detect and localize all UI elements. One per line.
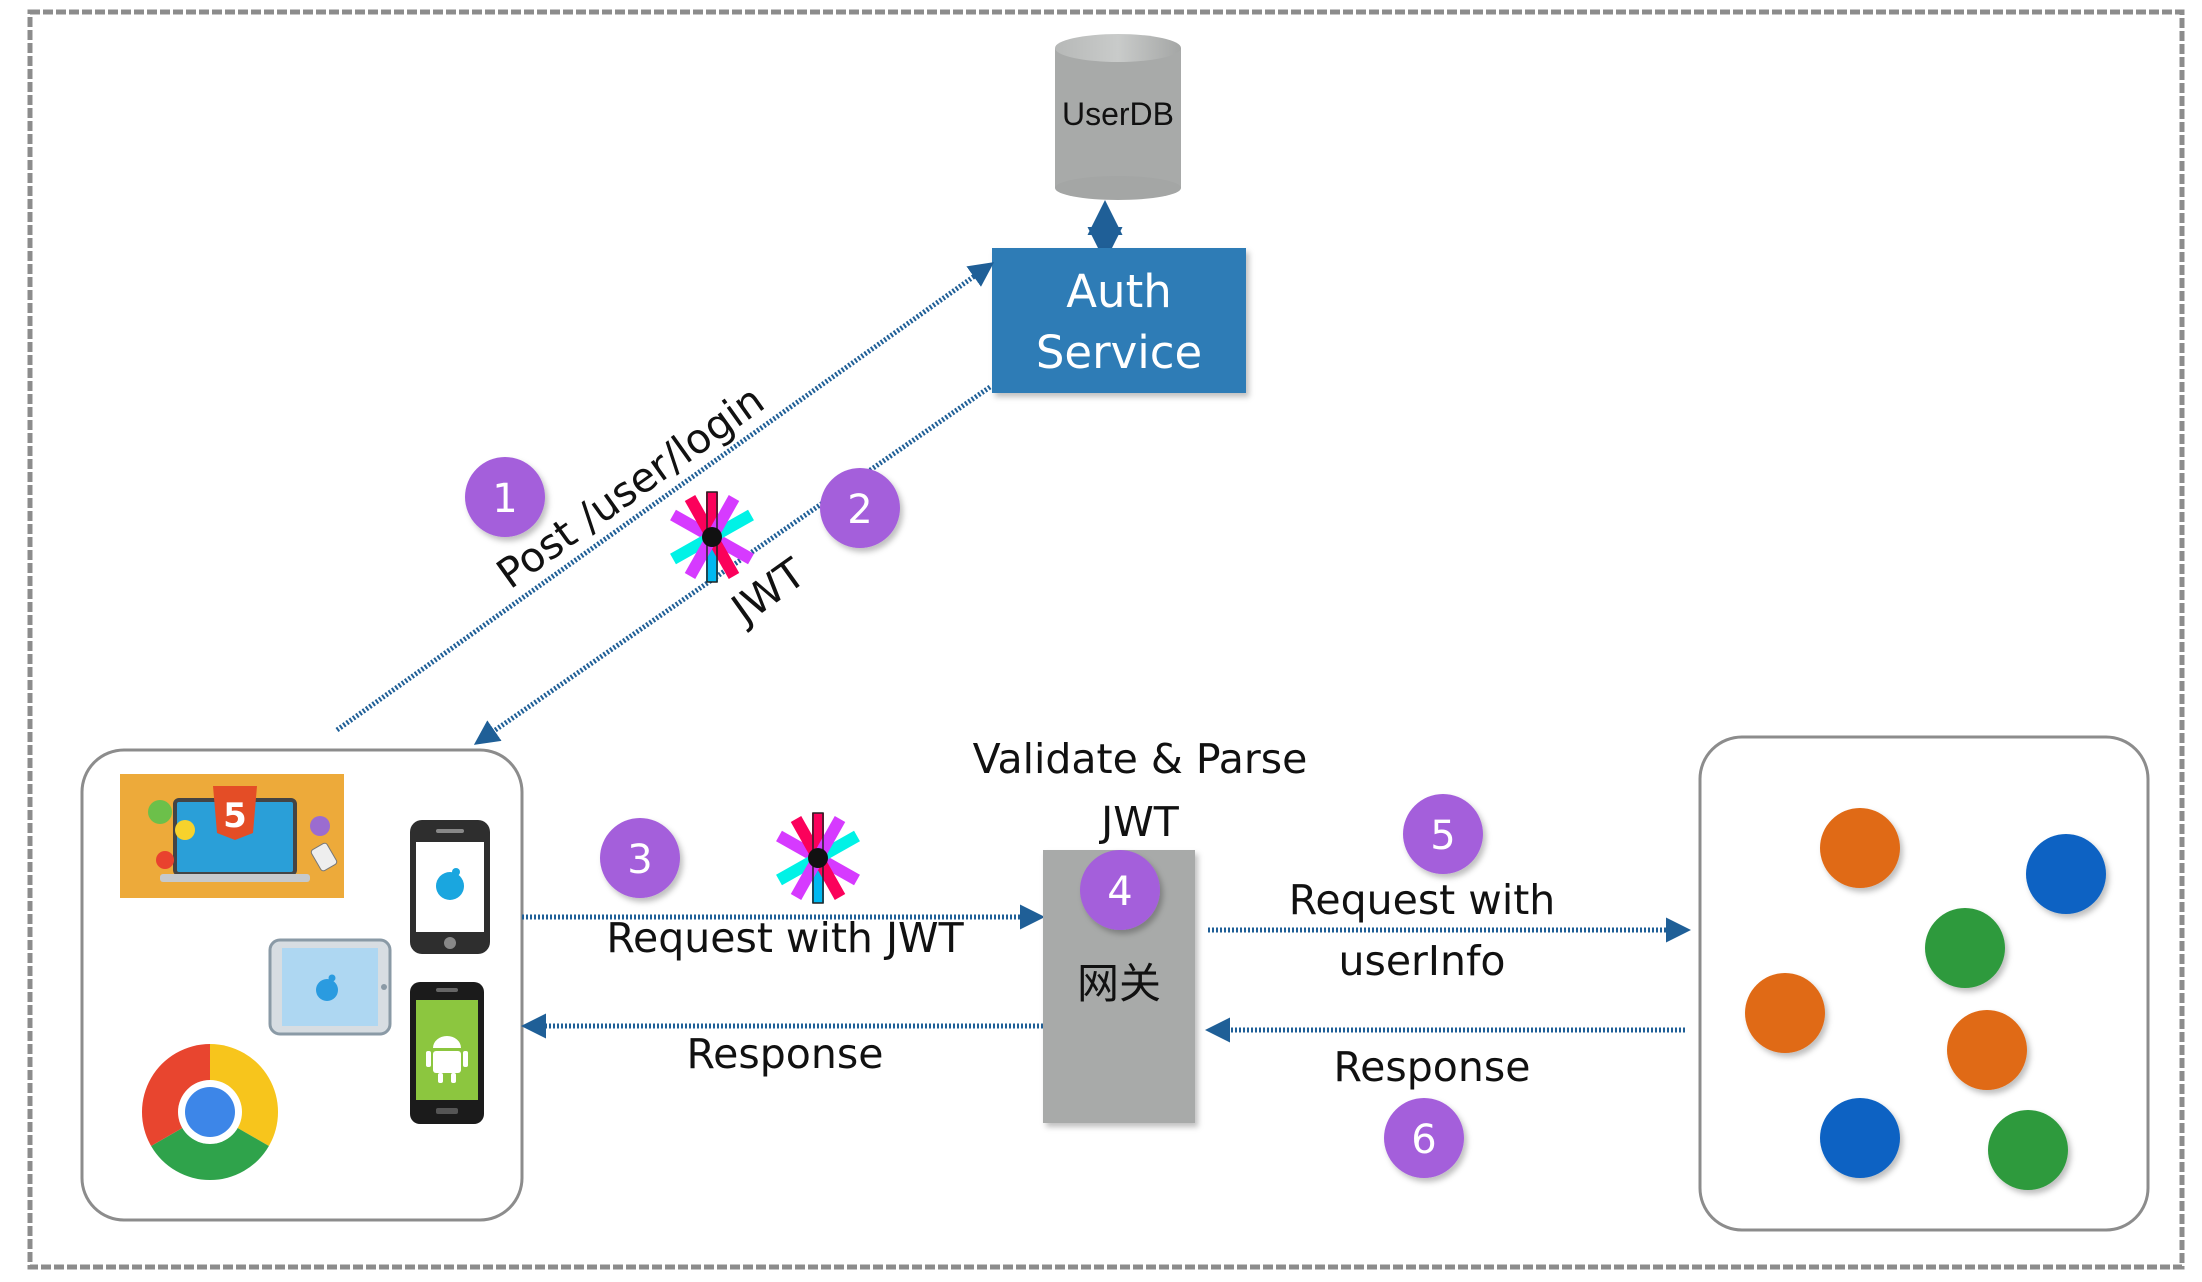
service-node-orange-2	[1745, 973, 1825, 1053]
auth-service-box	[992, 248, 1246, 393]
validate-label-line2: JWT	[1098, 798, 1180, 846]
login-arrow	[335, 262, 995, 733]
iphone-icon	[410, 820, 490, 954]
step-badge-4	[1080, 850, 1160, 930]
userdb-label: UserDB	[1062, 96, 1174, 132]
service-nodes	[1745, 808, 2106, 1190]
step-badge-6	[1384, 1098, 1464, 1178]
svg-text:5: 5	[223, 796, 247, 836]
auth-service-label-line1: Auth	[1066, 265, 1171, 318]
service-node-green-1	[1925, 908, 2005, 988]
step-badge-1-label: 1	[492, 476, 517, 522]
service-node-blue-1	[2026, 834, 2106, 914]
request-userinfo-label-line1: Request with	[1289, 876, 1556, 924]
request-userinfo-label-line2: userInfo	[1338, 937, 1505, 985]
step-badge-3-label: 3	[627, 837, 652, 883]
step-badge-1	[465, 457, 545, 537]
step-badge-5	[1403, 794, 1483, 874]
step-badge-5-label: 5	[1430, 813, 1455, 859]
step-badge-6-label: 6	[1411, 1117, 1436, 1163]
step-badge-4-label: 4	[1107, 869, 1132, 915]
ipad-icon	[268, 938, 392, 1036]
request-jwt-label: Request with JWT	[606, 914, 964, 962]
userdb-cylinder: UserDB	[1055, 34, 1181, 200]
chrome-icon	[141, 1044, 279, 1181]
gateway-label: 网关	[1077, 959, 1161, 1008]
validate-label-line1: Validate & Parse	[973, 735, 1308, 783]
android-phone-icon	[410, 982, 484, 1124]
step-badge-2	[820, 468, 900, 548]
service-node-orange-1	[1820, 808, 1900, 888]
outer-frame	[27, 9, 2185, 1270]
service-node-green-2	[1988, 1110, 2068, 1190]
response-right-label: Response	[1334, 1043, 1531, 1091]
step-badge-3	[600, 818, 680, 898]
jwt-logo-icon	[670, 491, 754, 583]
step-badge-2-label: 2	[847, 487, 872, 533]
service-node-orange-3	[1947, 1010, 2027, 1090]
response-left-label: Response	[687, 1030, 884, 1078]
jwt-logo-icon-2	[776, 812, 860, 904]
auth-service-label-line2: Service	[1036, 326, 1202, 379]
html5-devices-image: 5	[120, 774, 344, 898]
service-node-blue-2	[1820, 1098, 1900, 1178]
